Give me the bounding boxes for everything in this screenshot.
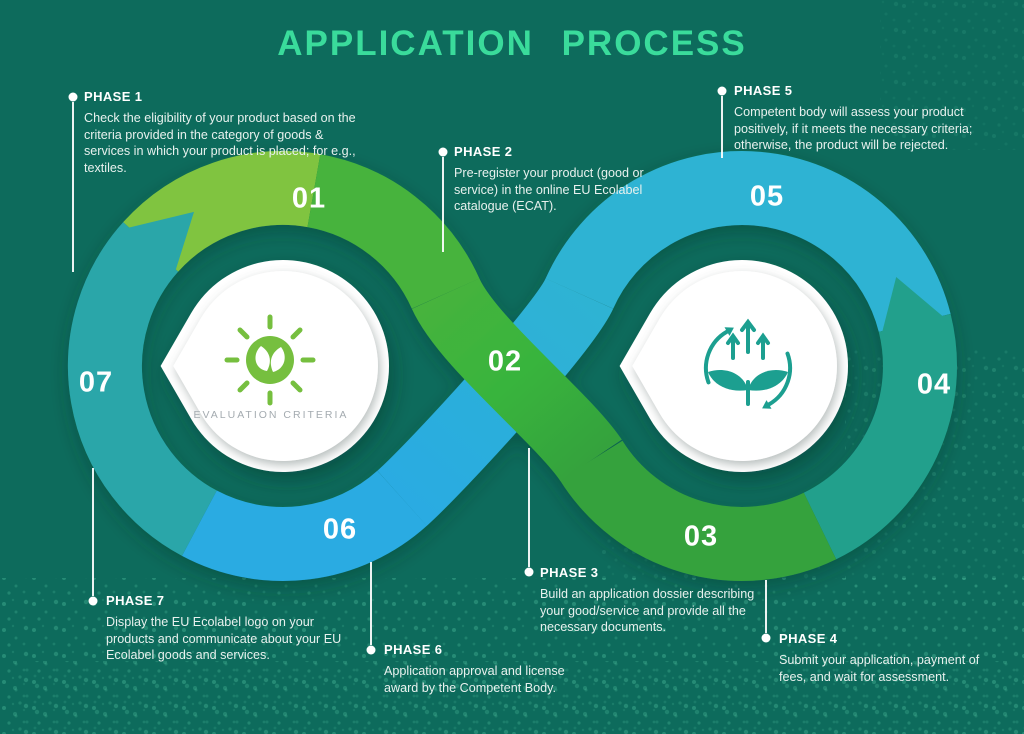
- left-node: [160, 260, 389, 473]
- ribbon-segment-07: [67, 222, 218, 556]
- eco-bulb-icon: [224, 314, 316, 406]
- step-number-04: 04: [916, 368, 952, 401]
- dot-phase-2: [438, 147, 448, 157]
- connectors: [72, 96, 767, 645]
- dot-phase-3: [524, 567, 534, 577]
- ribbon-segment-05: [545, 151, 951, 333]
- phase-1-description: Check the eligibility of your product ba…: [84, 111, 356, 175]
- step-number-03: 03: [683, 520, 719, 553]
- phase-2-description: Pre-register your product (good or servi…: [454, 166, 644, 214]
- phase-7-callout: PHASE 7 Display the EU Ecolabel logo on …: [106, 593, 348, 664]
- phase-3-title: PHASE 3: [540, 565, 599, 580]
- phase-2-title: PHASE 2: [454, 144, 513, 159]
- phase-6-title: PHASE 6: [384, 642, 443, 657]
- step-number-02: 02: [487, 345, 523, 378]
- dot-phase-4: [761, 633, 771, 643]
- right-node: [619, 260, 848, 473]
- phase-6-callout: PHASE 6 Application approval and license…: [384, 642, 596, 696]
- ribbon-segment-03: [559, 439, 837, 581]
- step-number-06: 06: [322, 513, 358, 546]
- phase-5-title: PHASE 5: [734, 83, 793, 98]
- ribbon-cross-green: [411, 276, 622, 483]
- phase-1-title: PHASE 1: [84, 89, 143, 104]
- ribbon-segment-04: [802, 313, 957, 560]
- dot-phase-5: [717, 86, 727, 96]
- ribbon-segment-06: [182, 470, 427, 582]
- infinity-ribbon: [67, 151, 957, 582]
- left-node-caption: EVALUATION CRITERIA: [193, 409, 349, 421]
- page-title: APPLICATION PROCESS: [277, 24, 747, 63]
- phase-6-description: Application approval and license award b…: [384, 664, 565, 695]
- dot-phase-7: [88, 596, 98, 606]
- step-number-01: 01: [291, 182, 327, 215]
- phase-5-description: Competent body will assess your product …: [734, 105, 973, 153]
- phase-4-callout: PHASE 4 Submit your application, payment…: [779, 631, 987, 685]
- phase-3-description: Build an application dossier describing …: [540, 587, 755, 635]
- dot-phase-1: [68, 92, 78, 102]
- step-number-07: 07: [78, 366, 114, 399]
- dot-phase-6: [366, 645, 376, 655]
- chevron-left-icon: [115, 211, 194, 278]
- ribbon-segment-01b: [306, 154, 480, 310]
- phase-3-callout: PHASE 3 Build an application dossier des…: [540, 565, 760, 636]
- growth-cycle-icon: [703, 318, 793, 409]
- step-number-05: 05: [749, 180, 785, 213]
- phase-1-callout: PHASE 1 Check the eligibility of your pr…: [84, 89, 358, 176]
- phase-2-callout: PHASE 2 Pre-register your product (good …: [454, 144, 644, 215]
- phase-5-callout: PHASE 5 Competent body will assess your …: [734, 83, 998, 154]
- phase-7-description: Display the EU Ecolabel logo on your pro…: [106, 615, 342, 663]
- phase-4-title: PHASE 4: [779, 631, 838, 646]
- chevron-right-icon: [880, 277, 954, 340]
- phase-4-description: Submit your application, payment of fees…: [779, 653, 980, 684]
- right-node-face: [632, 271, 837, 461]
- connector-dots: [68, 86, 771, 655]
- phase-7-title: PHASE 7: [106, 593, 165, 608]
